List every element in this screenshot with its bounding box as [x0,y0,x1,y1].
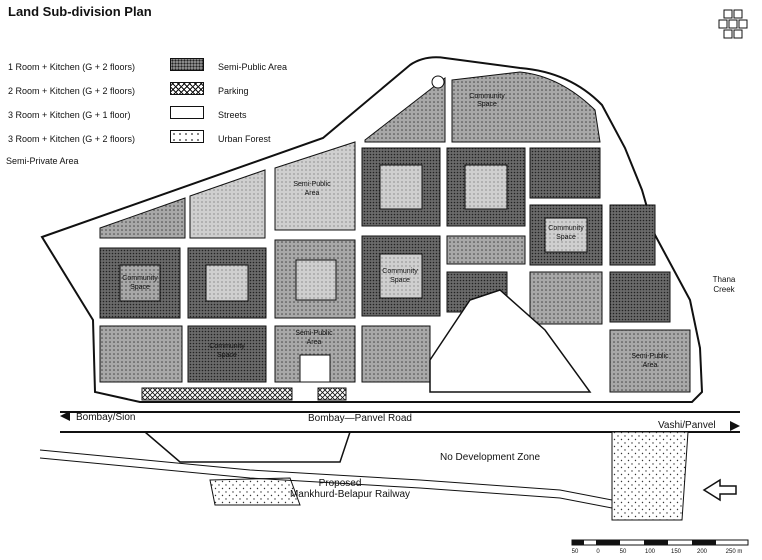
parking-strip-left [141,387,293,401]
urban-forest-left [209,477,301,506]
legend-label-parking: Parking [218,86,249,96]
open-area [429,289,592,393]
railway-line-2 [39,457,613,509]
urban-forest-right [611,431,689,521]
housing-blocks [99,147,691,393]
block-wedge-a [99,197,186,239]
block-wedge-c [274,141,356,231]
arrow-right [730,421,740,431]
label-road: Bombay—Panvel Road [308,413,412,424]
label-no-development: No Development Zone [440,452,540,463]
arrow-left [60,411,70,421]
block-top-b [451,71,601,143]
scale-tick-3: 100 [645,549,656,555]
scale-tick-4: 150 [671,549,682,555]
scale-tick-5: 200 [697,549,708,555]
scale-tick-0: 50 [572,549,579,555]
scale-tick-1: 0 [596,549,600,555]
block-top-a [364,76,446,143]
legend-label-semi-public: Semi-Public Area [218,62,288,72]
legend-label-3rk-g2: 3 Room + Kitchen (G + 2 floors) [8,134,136,144]
legend-swatch-urban-forest [170,130,204,143]
legend-label-3rk-g1: 3 Room + Kitchen (G + 1 floor) [8,110,131,120]
legend-label-semi-private: Semi-Private Area [6,156,79,166]
lower-boundary [144,431,351,463]
block-wedge-b [189,169,266,239]
page-title: Land Sub-division Plan [8,4,152,19]
legend-label-1rk: 1 Room + Kitchen (G + 2 floors) [8,62,136,72]
scale-bar [571,539,749,546]
north-symbol-icon [718,9,748,39]
label-vashi-panvel: Vashi/Panvel [658,420,716,431]
legend-label-2rk: 2 Room + Kitchen (G + 2 floors) [8,86,136,96]
legend-swatch-parking [170,82,204,95]
legend-label-urban-forest: Urban Forest [218,134,271,144]
railway-line [39,449,613,501]
north-arrow-icon [702,478,737,502]
legend-swatch-semi-public [170,58,204,71]
legend-swatch-streets [170,106,204,119]
roundabout [431,75,445,89]
scale-tick-2: 50 [620,549,627,555]
legend-label-streets: Streets [218,110,247,120]
scale-tick-6: 250 m [726,549,743,555]
label-bombay-sion: Bombay/Sion [76,412,135,423]
parking-strip-right [317,387,347,401]
